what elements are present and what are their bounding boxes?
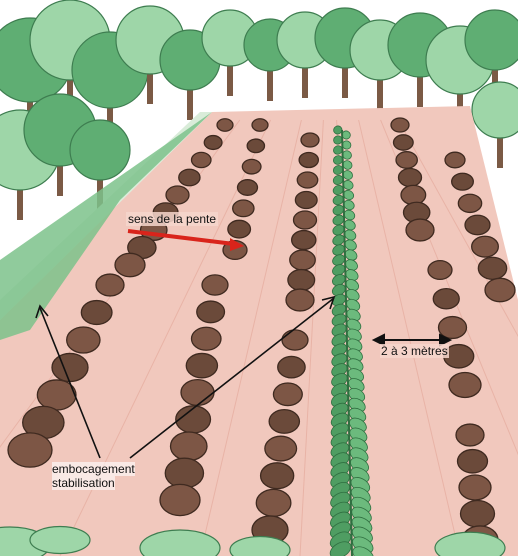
stone — [396, 152, 417, 169]
stone — [202, 275, 228, 295]
stone — [252, 119, 268, 131]
stone — [445, 152, 465, 168]
stone — [456, 424, 484, 446]
stone — [192, 152, 212, 167]
stone — [81, 301, 112, 325]
stone — [181, 380, 214, 406]
stone — [256, 489, 291, 516]
stone — [465, 215, 490, 235]
stone — [459, 475, 491, 500]
stone — [228, 220, 251, 238]
row-spacing-label: 2 à 3 mètres — [380, 344, 449, 358]
stone — [238, 180, 258, 196]
stone — [233, 200, 254, 217]
stone — [8, 433, 52, 467]
stone — [273, 383, 302, 406]
stone — [299, 152, 318, 167]
stone — [166, 186, 189, 204]
stone — [428, 261, 452, 280]
tree-crown — [70, 120, 130, 180]
stone — [242, 159, 261, 174]
stone — [160, 484, 200, 515]
stone — [288, 270, 315, 291]
stone — [399, 169, 422, 187]
stone — [394, 135, 414, 150]
stabilisation-label: stabilisation — [52, 476, 115, 490]
stone — [186, 353, 217, 377]
stone — [197, 301, 225, 323]
stone — [290, 250, 316, 270]
stone — [452, 173, 474, 190]
stone — [406, 219, 434, 241]
stone — [52, 353, 88, 381]
stone — [301, 133, 319, 147]
stone — [115, 253, 145, 276]
embocagement-label: embocagement — [52, 462, 135, 476]
stone — [282, 330, 308, 350]
stone — [391, 118, 409, 132]
stone — [67, 327, 100, 353]
bush — [30, 527, 90, 554]
stone — [461, 500, 495, 527]
tree-crown — [465, 10, 518, 70]
stone — [179, 169, 200, 186]
stone — [472, 236, 499, 257]
stone — [247, 139, 264, 153]
slope-direction-label: sens de la pente — [126, 212, 218, 226]
stone — [297, 172, 318, 188]
stone — [217, 119, 233, 131]
stone — [458, 450, 488, 473]
stone — [265, 436, 297, 461]
stone — [295, 192, 317, 209]
stone — [176, 406, 211, 433]
stone — [485, 278, 515, 301]
stone — [278, 356, 305, 377]
stone — [433, 289, 459, 309]
stone — [165, 458, 203, 488]
stone — [478, 257, 506, 279]
stone — [401, 185, 426, 204]
stone — [96, 274, 124, 296]
stone — [261, 463, 294, 489]
stone — [171, 432, 208, 460]
stone — [294, 211, 317, 229]
stone — [192, 327, 222, 350]
stone — [286, 289, 314, 311]
stone — [439, 317, 467, 339]
stone — [458, 194, 481, 212]
stone — [204, 136, 222, 150]
stone — [292, 231, 316, 250]
stone — [449, 373, 481, 398]
stone — [269, 410, 299, 434]
